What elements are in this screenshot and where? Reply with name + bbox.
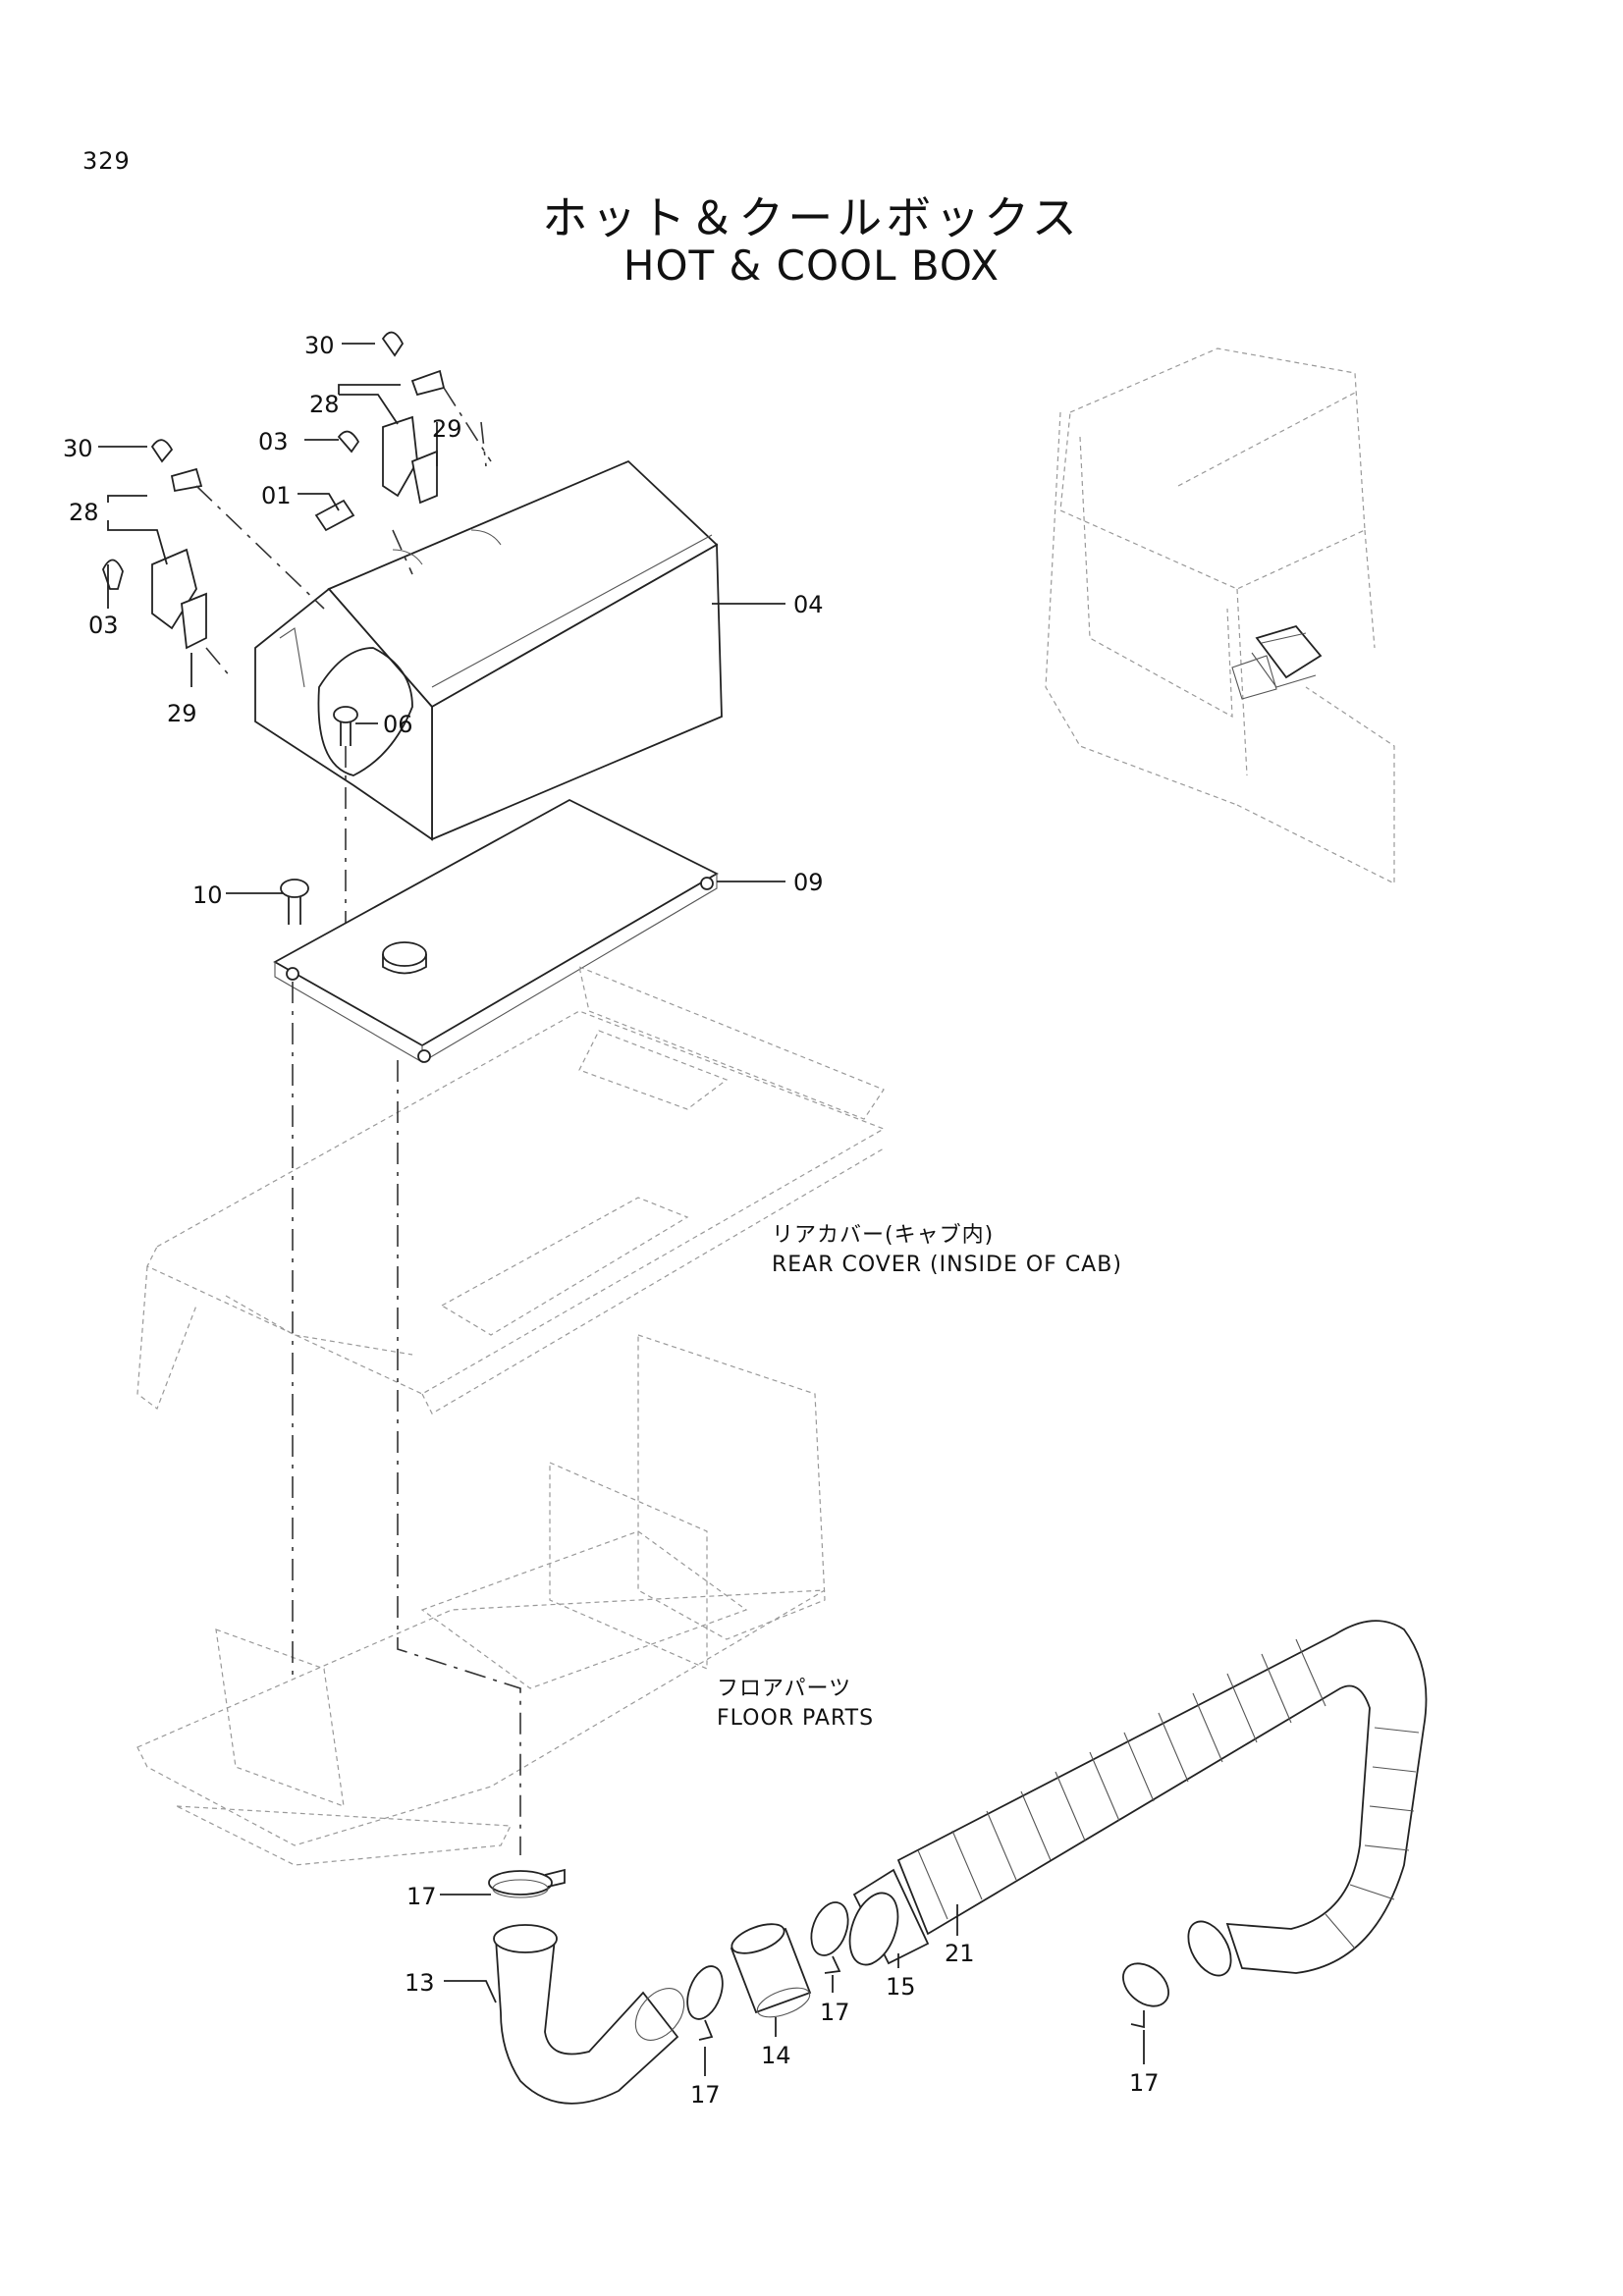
floor-parts-note: フロアパーツ FLOOR PARTS	[717, 1675, 874, 1734]
part-label-28: 28	[69, 499, 99, 526]
clamp-17-top	[488, 1868, 566, 1898]
part-label-17: 17	[406, 1883, 437, 1910]
latch-set-left	[102, 439, 325, 678]
part-label-29: 29	[432, 415, 462, 443]
rear-cover-note-en: REAR COVER (INSIDE OF CAB)	[772, 1253, 1122, 1277]
elbow-hose-13	[493, 1924, 685, 2105]
clamp-17-mid	[810, 1901, 849, 1974]
rear-cover-note-jp: リアカバー(キャブ内)	[772, 1223, 995, 1248]
title-english: HOT & COOL BOX	[622, 241, 1001, 290]
part-label-group: 30 28 29 03 01 30 28 03 29 04 06 10 09 1…	[63, 332, 1160, 2109]
rear-cover-ghost	[136, 966, 886, 1415]
bolt-06	[333, 706, 358, 942]
adapter-15	[848, 1868, 930, 1966]
latch-set-right	[314, 331, 492, 575]
part-label-13: 13	[405, 1969, 435, 1997]
rear-cover-note: リアカバー(キャブ内) REAR COVER (INSIDE OF CAB)	[772, 1221, 1122, 1280]
part-label-09: 09	[793, 869, 824, 896]
page-number: 329	[82, 147, 131, 175]
part-label-17: 17	[690, 2081, 721, 2109]
cab-location-inset	[1045, 347, 1395, 884]
mounting-plate	[273, 798, 719, 1063]
part-label-28: 28	[309, 391, 340, 418]
part-label-17: 17	[820, 1999, 850, 2026]
part-label-29: 29	[167, 700, 197, 727]
part-label-17: 17	[1129, 2069, 1160, 2097]
box-location-highlight	[1231, 624, 1323, 700]
part-label-14: 14	[761, 2042, 791, 2069]
part-label-03: 03	[258, 428, 289, 455]
part-label-30: 30	[304, 332, 335, 359]
part-label-30: 30	[63, 435, 93, 462]
floor-parts-note-en: FLOOR PARTS	[717, 1706, 875, 1731]
sleeve-14	[730, 1923, 812, 2018]
part-label-01: 01	[261, 482, 292, 509]
title-japanese: ホット＆クールボックス	[542, 191, 1081, 244]
part-label-03: 03	[88, 612, 119, 639]
bolt-10	[280, 879, 309, 925]
part-label-04: 04	[793, 591, 824, 618]
clamp-17-left	[686, 1965, 724, 2041]
part-label-06: 06	[383, 711, 413, 738]
leader-lines	[98, 343, 1145, 2076]
part-label-10: 10	[192, 881, 223, 909]
floor-parts-note-jp: フロアパーツ	[717, 1677, 852, 1701]
clamp-17-right	[1122, 1962, 1169, 2029]
floor-parts-ghost	[136, 1334, 826, 1866]
flexible-hose-21	[896, 1620, 1428, 1977]
assembly-line-right	[397, 1060, 521, 1855]
part-label-21: 21	[945, 1940, 975, 1967]
part-label-15: 15	[886, 1973, 916, 2001]
